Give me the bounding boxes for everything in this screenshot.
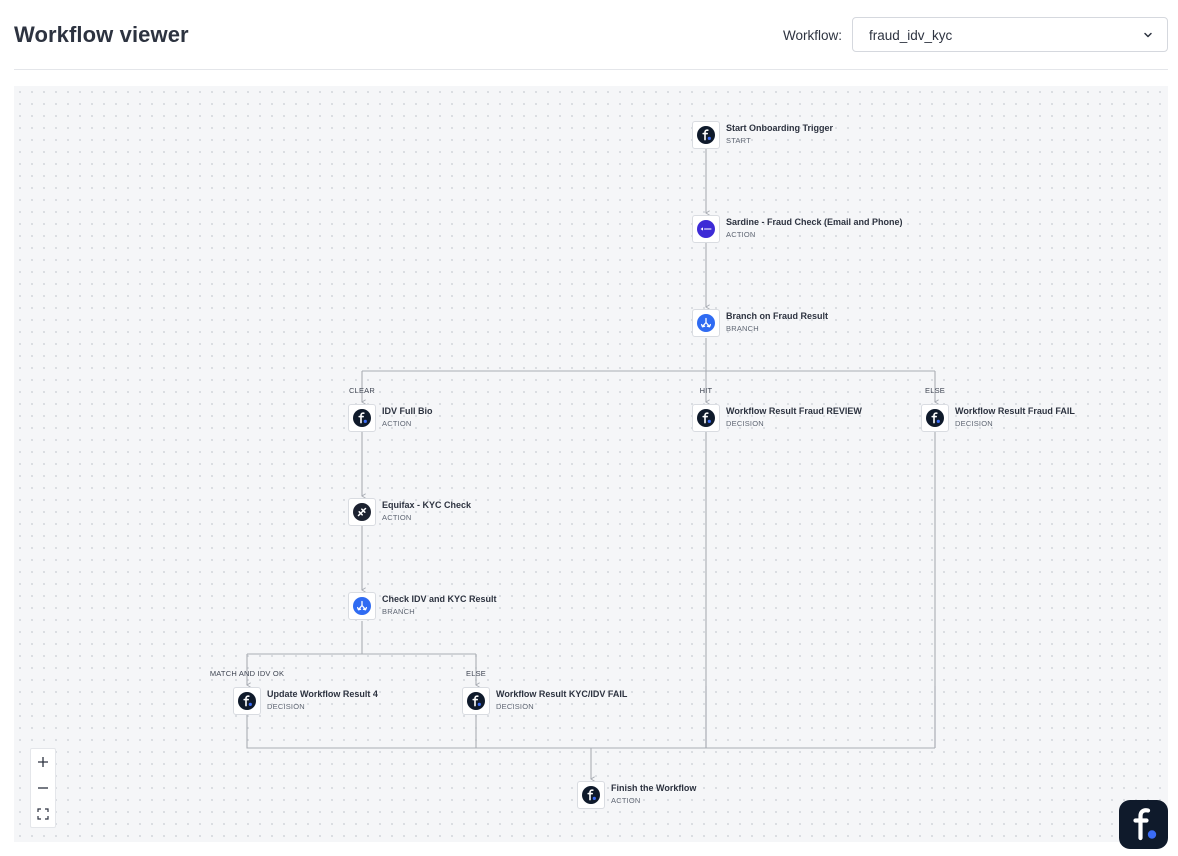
node-title: Branch on Fraud Result — [726, 311, 829, 321]
node-type: ACTION — [611, 796, 641, 805]
sardine-logo-icon — [692, 215, 720, 243]
node-type: ACTION — [382, 513, 412, 522]
branch-icon — [692, 309, 720, 337]
footprint-logo-icon — [692, 404, 720, 432]
zoom-out-icon — [38, 787, 48, 789]
node-type: DECISION — [267, 702, 305, 711]
node-type: BRANCH — [382, 607, 415, 616]
node-type: DECISION — [955, 419, 993, 428]
node-title: Update Workflow Result 4 — [267, 689, 378, 699]
footprint-logo-icon — [462, 687, 490, 715]
workflow-select-value: fraud_idv_kyc — [869, 28, 953, 43]
zoom-out-button[interactable] — [31, 776, 55, 800]
node-type: ACTION — [382, 419, 412, 428]
node-title: Start Onboarding Trigger — [726, 123, 834, 133]
zoom-in-icon — [38, 757, 48, 767]
fit-view-icon — [37, 808, 49, 820]
edge-label-else-fraud: ELSE — [925, 386, 945, 395]
node-title: Sardine - Fraud Check (Email and Phone) — [726, 217, 903, 227]
footprint-brand-logo[interactable] — [1119, 800, 1168, 849]
node-title: Equifax - KYC Check — [382, 500, 472, 510]
node-type: ACTION — [726, 230, 756, 239]
footprint-logo-icon — [692, 121, 720, 149]
chevron-down-icon — [1144, 32, 1152, 38]
footprint-logo-icon — [233, 687, 261, 715]
page-title: Workflow viewer — [14, 22, 189, 47]
node-title: Workflow Result Fraud FAIL — [955, 406, 1075, 416]
node-title: Workflow Result KYC/IDV FAIL — [496, 689, 628, 699]
node-type: START — [726, 136, 751, 145]
node-title: Finish the Workflow — [611, 783, 697, 793]
node-title: Workflow Result Fraud REVIEW — [726, 406, 862, 416]
edge-label-match: MATCH AND IDV OK — [209, 669, 285, 678]
zoom-in-button[interactable] — [31, 750, 55, 774]
node-type: DECISION — [496, 702, 534, 711]
edge-label-clear: CLEAR — [348, 386, 376, 395]
edge-update4-merge — [246, 715, 935, 749]
workflow-label: Workflow: — [783, 28, 843, 43]
workflow-canvas[interactable]: CLEAR HIT ELSE MATCH AND IDV OK ELSE Sta… — [14, 86, 1168, 842]
page-header: Workflow viewer Workflow: fraud_idv_kyc — [0, 0, 1178, 70]
footprint-logo-icon — [1133, 808, 1157, 841]
fit-view-button[interactable] — [31, 802, 55, 826]
equifax-logo-icon — [348, 498, 376, 526]
workflow-select[interactable]: fraud_idv_kyc — [852, 17, 1168, 52]
footprint-logo-icon — [921, 404, 949, 432]
edge-branch-idv-fanout — [247, 621, 476, 655]
node-type: BRANCH — [726, 324, 759, 333]
node-type: DECISION — [726, 419, 764, 428]
node-title: IDV Full Bio — [382, 406, 433, 416]
zoom-controls — [30, 748, 56, 828]
footprint-logo-icon — [348, 404, 376, 432]
edge-branch-fanout — [362, 338, 935, 372]
branch-icon — [348, 592, 376, 620]
workflow-edges — [246, 149, 939, 782]
node-title: Check IDV and KYC Result — [382, 594, 497, 604]
edge-label-else-idv: ELSE — [466, 669, 486, 678]
edge-label-hit: HIT — [699, 386, 713, 395]
footprint-logo-icon — [577, 781, 605, 809]
header-divider — [14, 69, 1168, 70]
